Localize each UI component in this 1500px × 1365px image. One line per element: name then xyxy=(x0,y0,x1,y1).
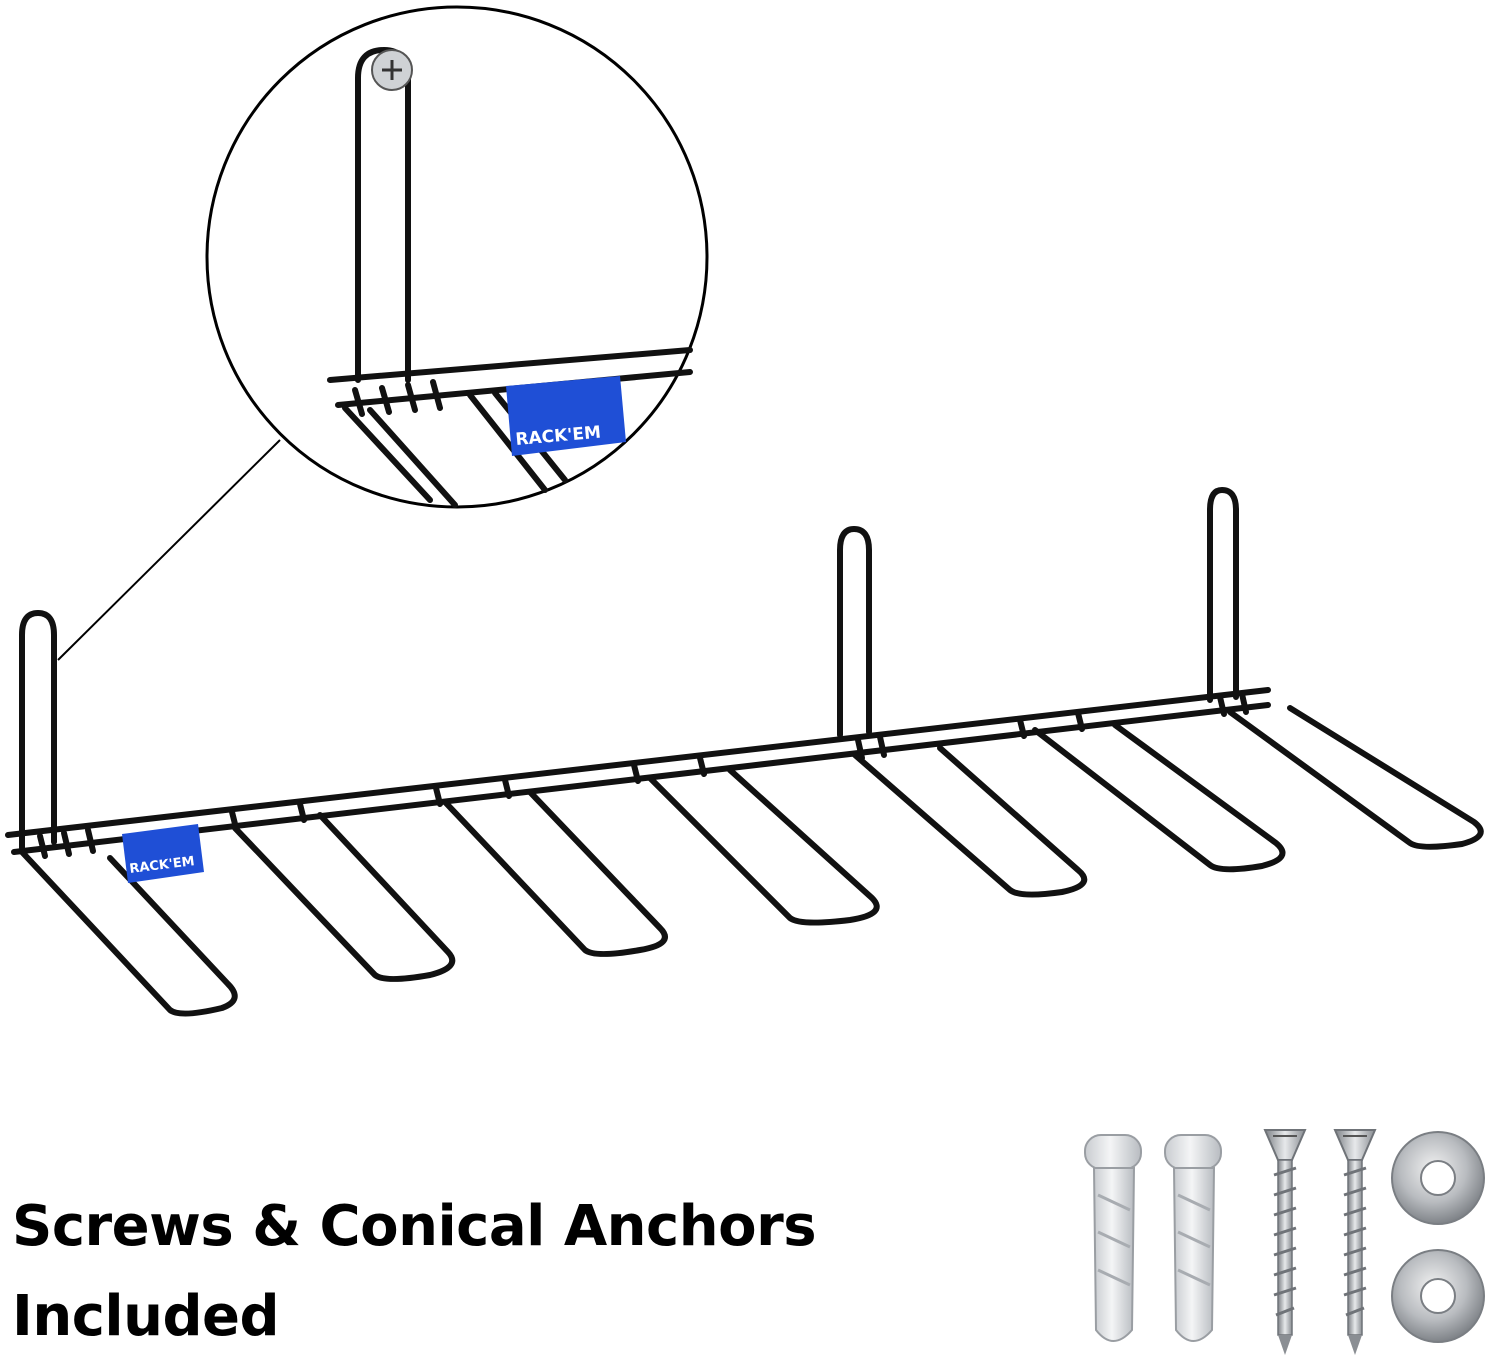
caption-line-1: Screws & Conical Anchors xyxy=(12,1194,817,1259)
screw-head-icon xyxy=(371,49,413,91)
hardware-caption: Screws & Conical Anchors Included xyxy=(12,1182,817,1362)
screw-icon xyxy=(1333,1129,1377,1355)
caption-line-2: Included xyxy=(12,1284,280,1349)
hardware-kit xyxy=(1084,1129,1485,1355)
brand-tag: RACK'EM xyxy=(122,824,204,883)
screw-icon xyxy=(1263,1129,1307,1355)
wall-anchor-icon xyxy=(1164,1134,1222,1342)
zoom-callout: RACK'EM xyxy=(57,5,709,661)
wall-anchor-icon xyxy=(1084,1134,1142,1342)
washer-icon xyxy=(1391,1131,1485,1225)
brand-tag-zoom: RACK'EM xyxy=(506,376,626,456)
wall-rack xyxy=(5,487,1484,1017)
washer-icon xyxy=(1391,1249,1485,1343)
